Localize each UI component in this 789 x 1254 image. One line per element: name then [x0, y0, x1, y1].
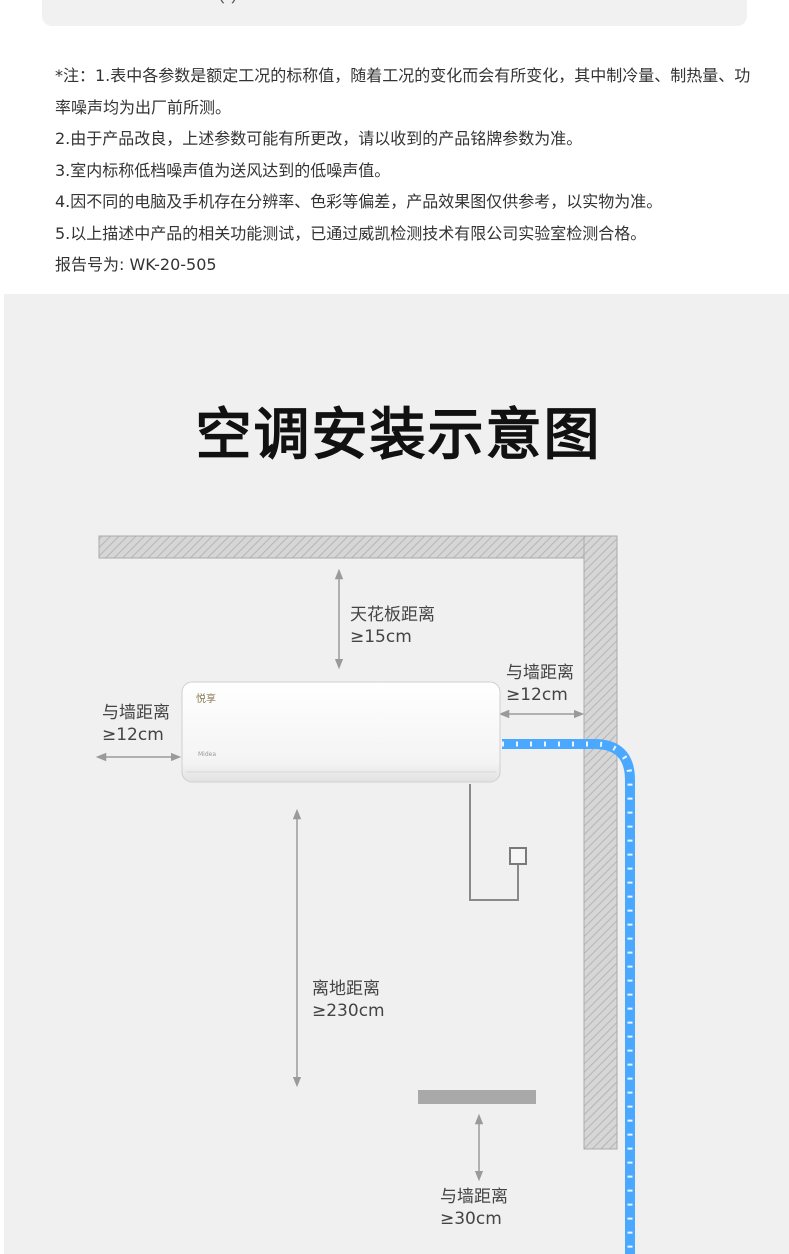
- top-spec-card: （ ）: [42, 0, 747, 26]
- ceiling-distance-text: 天花板距离: [350, 605, 435, 625]
- refrigerant-pipe: [502, 739, 635, 1254]
- right-wall: [583, 535, 618, 1150]
- floor-distance-label: 离地距离 ≥230cm: [312, 978, 385, 1022]
- power-cable: [469, 784, 519, 901]
- ceiling-distance-value: ≥15cm: [350, 627, 412, 647]
- note-3: 3.室内标称低档噪声值为送风达到的低噪声值。: [55, 160, 391, 180]
- front-distance-label: 与墙距离 ≥30cm: [440, 1186, 508, 1230]
- note-5: 5.以上描述中产品的相关功能测试，已通过威凯检测技术有限公司实验室检测合格。: [55, 223, 647, 243]
- left-wall-distance-text: 与墙距离: [102, 703, 170, 723]
- note-4: 4.因不同的电脑及手机存在分辨率、色彩等偏差，产品效果图仅供参考，以实物为准。: [55, 192, 663, 211]
- left-wall-distance-label: 与墙距离 ≥12cm: [102, 702, 170, 746]
- floor-distance-text: 离地距离: [312, 979, 380, 999]
- left-wall-distance-value: ≥12cm: [102, 725, 164, 745]
- front-obstacle: [418, 1090, 536, 1104]
- note-1: *注：1.表中各参数是额定工况的标称值，随着工况的变化而会有所变化，其中制冷量、…: [55, 66, 751, 117]
- ceiling-slab: [98, 535, 618, 559]
- front-distance-value: ≥30cm: [440, 1209, 502, 1229]
- right-wall-distance-label: 与墙距离 ≥12cm: [506, 662, 574, 706]
- notes-section: *注：1.表中各参数是额定工况的标称值，随着工况的变化而会有所变化，其中制冷量、…: [55, 60, 755, 281]
- note-2: 2.由于产品改良，上述参数可能有所更改，请以收到的产品铭牌参数为准。: [55, 129, 583, 148]
- installation-diagram: 悦享 Midea 空调安装示意图 天花板距离 ≥15cm 与墙距离 ≥12cm …: [4, 294, 789, 1254]
- diagram-title: 空调安装示意图: [195, 403, 602, 468]
- diagram-graphic: 悦享 Midea: [95, 535, 635, 1254]
- svg-text:Midea: Midea: [198, 751, 216, 758]
- power-socket: [509, 847, 527, 865]
- report-number: 报告号为: WK-20-505: [55, 255, 217, 274]
- ceiling-distance-label: 天花板距离 ≥15cm: [350, 604, 435, 648]
- top-card-text: （ ）: [207, 0, 249, 8]
- right-wall-distance-value: ≥12cm: [506, 685, 568, 705]
- front-distance-text: 与墙距离: [440, 1187, 508, 1207]
- floor-distance-value: ≥230cm: [312, 1001, 385, 1021]
- svg-text:悦享: 悦享: [196, 692, 216, 705]
- ac-indoor-unit: 悦享 Midea: [181, 681, 501, 783]
- right-wall-distance-text: 与墙距离: [506, 663, 574, 683]
